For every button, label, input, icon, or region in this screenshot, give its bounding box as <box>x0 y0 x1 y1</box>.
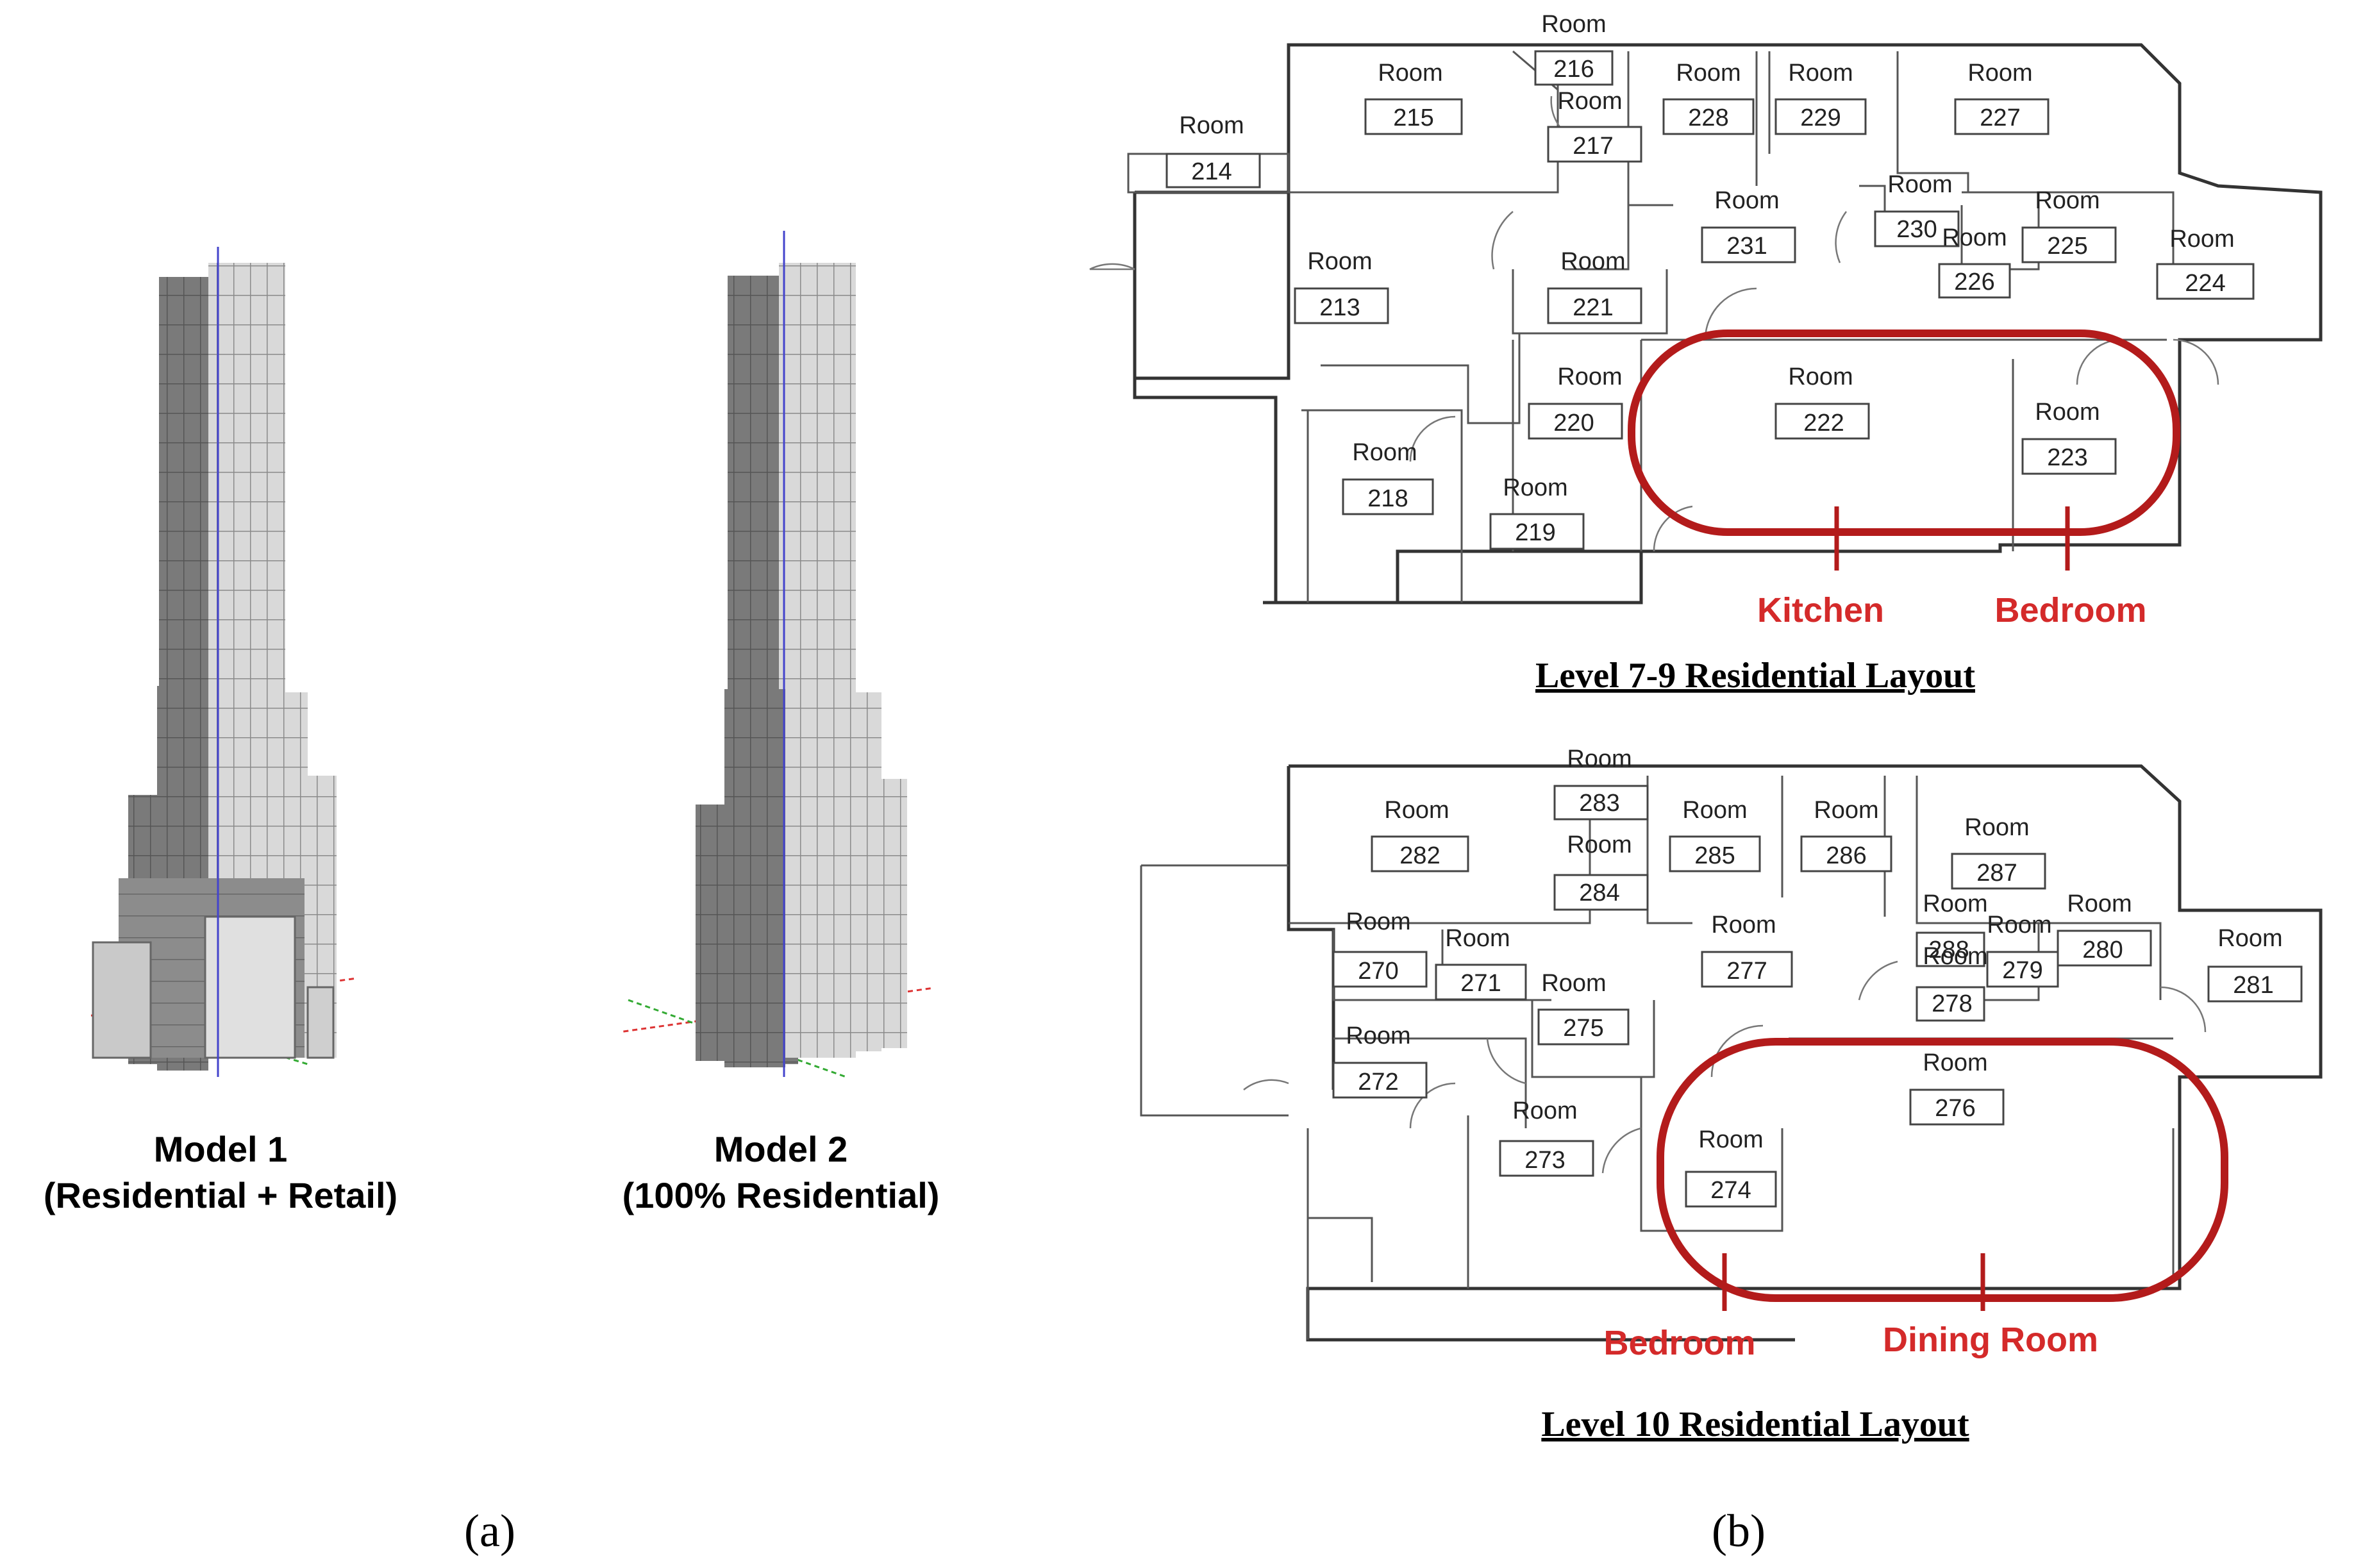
zone-label-kitchen: Kitchen <box>1757 591 1884 630</box>
room-number: 219 <box>1515 519 1555 546</box>
model1-name: Model 1 <box>154 1129 287 1169</box>
room-label: Room <box>1346 908 1410 935</box>
room-label: Room <box>2217 925 2282 952</box>
room-number: 285 <box>1694 842 1735 869</box>
room-number: 215 <box>1393 104 1433 131</box>
room-label: Room <box>1307 248 1372 275</box>
room-label: Room <box>1788 60 1853 87</box>
highlight-bedroom-dining <box>1657 1038 2228 1302</box>
model2-type: (100% Residential) <box>622 1175 940 1215</box>
room-number: 216 <box>1553 56 1594 83</box>
room-number: 281 <box>2233 972 2273 999</box>
room-label: Room <box>1567 831 1632 858</box>
room-number: 231 <box>1726 233 1767 260</box>
room-number: 288 <box>1928 937 1969 963</box>
room-label: Room <box>1346 1022 1410 1049</box>
room-label: Room <box>1967 60 2032 87</box>
room-number: 217 <box>1573 133 1613 160</box>
room-number: 275 <box>1563 1015 1603 1042</box>
room-label: Room <box>1887 171 1952 198</box>
room-label: Room <box>1711 912 1776 938</box>
layout-title-level-10: Level 10 Residential Layout <box>1541 1405 1969 1444</box>
zone-label-bedroom: Bedroom <box>1603 1324 1755 1362</box>
room-label: Room <box>2035 187 2100 214</box>
room-number: 272 <box>1358 1069 1398 1096</box>
room-number: 214 <box>1191 158 1232 185</box>
room-number: 271 <box>1460 970 1501 997</box>
room-label: Room <box>1964 814 2029 841</box>
room-number: 279 <box>2002 957 2042 984</box>
room-label: Room <box>1541 970 1606 997</box>
tower-model-1 <box>90 247 358 1077</box>
room-number: 228 <box>1688 104 1728 131</box>
room-label: Room <box>1352 439 1417 466</box>
zone-label-dining-room: Dining Room <box>1883 1321 2098 1359</box>
room-label: Room <box>1557 363 1622 390</box>
room-label: Room <box>1567 746 1632 772</box>
room-number: 270 <box>1358 958 1398 985</box>
room-number: 276 <box>1935 1095 1975 1122</box>
floor-plan-level-7-9: Room 216 Room 215 Room 217 Room 228 Room… <box>1089 11 2323 630</box>
room-label: Room <box>1814 797 1878 824</box>
room-label: Room <box>1788 363 1853 390</box>
room-label: Room <box>1179 112 1244 139</box>
room-label: Room <box>1682 797 1747 824</box>
room-label: Room <box>1560 248 1625 275</box>
room-label: Room <box>2067 890 2132 917</box>
room-number: 287 <box>1976 860 2017 887</box>
room-number: 229 <box>1800 104 1841 131</box>
room-number: 218 <box>1367 485 1408 512</box>
room-label: Room <box>1714 187 1779 214</box>
room-number: 284 <box>1579 880 1619 906</box>
room-number: 230 <box>1896 216 1937 243</box>
room-label: Room <box>1923 890 1987 917</box>
room-number: 220 <box>1553 410 1594 437</box>
room-number: 213 <box>1319 294 1360 321</box>
room-label: Room <box>1987 912 2051 938</box>
zone-label-bedroom: Bedroom <box>1994 591 2146 630</box>
room-label: Room <box>1923 1049 1987 1076</box>
room-number: 273 <box>1524 1147 1565 1174</box>
panel-a-label: (a) <box>464 1505 515 1556</box>
room-label: Room <box>1923 943 1987 970</box>
room-number: 278 <box>1932 990 1972 1017</box>
highlight-kitchen-bedroom <box>1628 329 2180 536</box>
room-label: Room <box>1384 797 1449 824</box>
panel-b-label: (b) <box>1712 1505 1766 1556</box>
room-label: Room <box>1698 1126 1763 1153</box>
room-number: 221 <box>1573 294 1613 321</box>
room-label: Room <box>1445 925 1510 952</box>
room-label: Room <box>2169 226 2234 253</box>
floor-plan-level-10: Room 283 Room 282 Room 285 Room 286 Room… <box>1140 746 2323 1362</box>
model1-type: (Residential + Retail) <box>44 1175 397 1215</box>
room-label: Room <box>1557 88 1622 115</box>
room-label: Room <box>1676 60 1741 87</box>
room-number: 274 <box>1710 1177 1751 1204</box>
room-label: Room <box>1378 60 1442 87</box>
tower-model-2 <box>623 231 935 1078</box>
room-number: 286 <box>1826 842 1866 869</box>
room-number: 223 <box>2047 444 2087 471</box>
room-label: Room <box>1512 1097 1577 1124</box>
room-number: 224 <box>2185 270 2225 297</box>
model2-name: Model 2 <box>714 1129 848 1169</box>
room-number: 282 <box>1399 842 1440 869</box>
room-label: Room <box>2035 399 2100 426</box>
room-number: 226 <box>1954 269 1994 296</box>
room-label: Room <box>1541 11 1606 38</box>
room-number: 222 <box>1803 410 1844 437</box>
room-label: Room <box>1503 474 1567 501</box>
room-number: 280 <box>2082 937 2123 963</box>
room-number: 225 <box>2047 233 2087 260</box>
room-number: 277 <box>1726 958 1767 985</box>
room-number: 283 <box>1579 790 1619 817</box>
room-number: 227 <box>1980 104 2020 131</box>
layout-title-level-7-9: Level 7-9 Residential Layout <box>1535 656 1975 696</box>
room-label: Room <box>1942 224 2007 251</box>
